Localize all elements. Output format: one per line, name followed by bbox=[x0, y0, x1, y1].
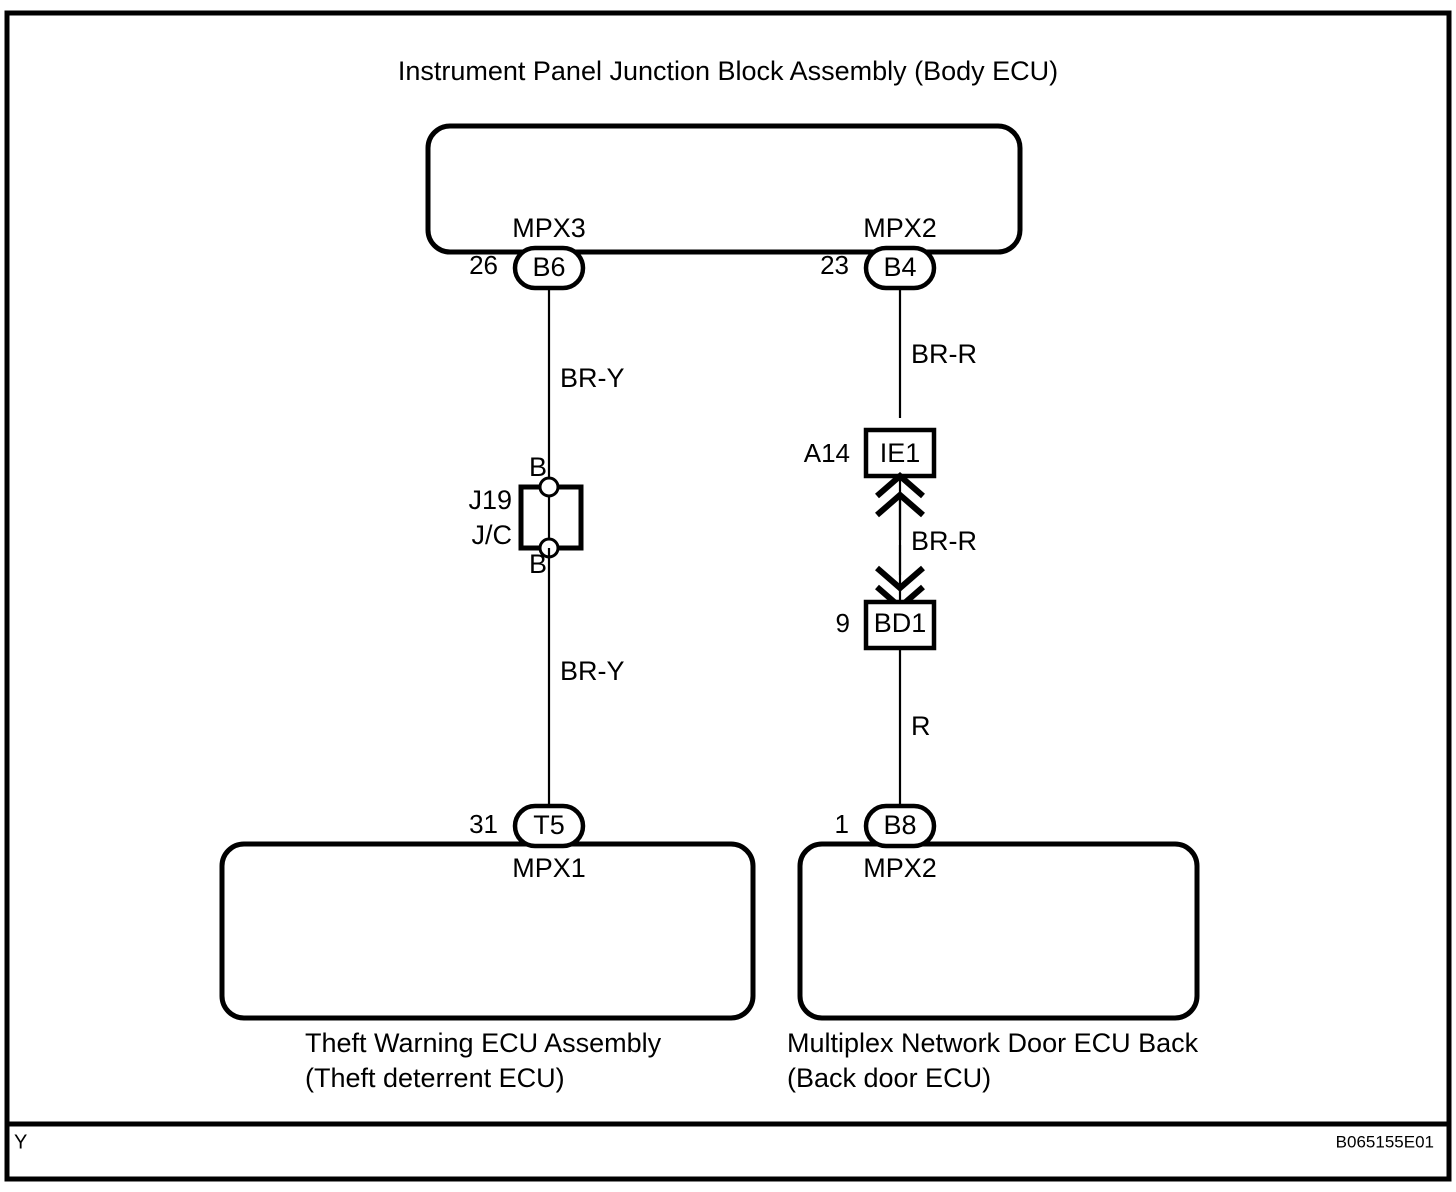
pin-number-26: 26 bbox=[469, 250, 498, 280]
junction-terminal-label-bottom: B bbox=[529, 549, 547, 579]
corner-marker: Y bbox=[14, 1131, 27, 1153]
page-title: Instrument Panel Junction Block Assembly… bbox=[398, 56, 1058, 86]
bottom-right-ecu-caption-line1: Multiplex Network Door ECU Back bbox=[787, 1028, 1199, 1058]
pin-number-23: 23 bbox=[820, 250, 849, 280]
bottom-left-ecu-box bbox=[219, 841, 756, 1021]
junction-name-j19: J19 bbox=[468, 485, 512, 515]
pin-number-a14: A14 bbox=[804, 438, 850, 468]
connector-bd1-label: BD1 bbox=[874, 608, 927, 638]
top-ecu-port-label-mpx2: MPX2 bbox=[863, 213, 937, 243]
bottom-left-ecu-caption-line2: (Theft deterrent ECU) bbox=[305, 1063, 565, 1093]
wire-label-right-lower: R bbox=[911, 711, 931, 741]
connector-t5-outline[interactable] bbox=[512, 803, 586, 849]
connector-ie1-outline[interactable] bbox=[863, 427, 937, 479]
bottom-right-ecu-caption-line2: (Back door ECU) bbox=[787, 1063, 991, 1093]
wire-label-left-lower: BR-Y bbox=[560, 656, 625, 686]
bottom-right-ecu-box bbox=[797, 841, 1200, 1021]
junction-terminal-dot-top bbox=[538, 476, 560, 498]
bottom-left-ecu-port-label: MPX1 bbox=[512, 853, 586, 883]
connector-b6-label: B6 bbox=[532, 252, 565, 282]
pin-number-9: 9 bbox=[836, 608, 850, 638]
connector-b8-outline[interactable] bbox=[863, 803, 937, 849]
wire-label-right-middle: BR-R bbox=[911, 526, 977, 556]
document-id: B065155E01 bbox=[1336, 1132, 1434, 1151]
connector-b4-label: B4 bbox=[883, 252, 916, 282]
junction-terminal-label-top: B bbox=[529, 452, 547, 482]
connector-ie1-label: IE1 bbox=[880, 438, 921, 468]
page-frame-border bbox=[4, 10, 1452, 1182]
top-ecu-port-label-mpx3: MPX3 bbox=[512, 213, 586, 243]
connector-b8-label: B8 bbox=[883, 810, 916, 840]
wire-label-left-upper: BR-Y bbox=[560, 363, 625, 393]
pin-number-1: 1 bbox=[835, 809, 849, 839]
junction-type-jc: J/C bbox=[472, 520, 513, 550]
connector-t5-label: T5 bbox=[533, 810, 565, 840]
bottom-right-ecu-port-label: MPX2 bbox=[863, 853, 937, 883]
wire-label-right-upper: BR-R bbox=[911, 339, 977, 369]
connector-bd1-outline[interactable] bbox=[863, 599, 937, 651]
top-ecu-box bbox=[425, 123, 1023, 255]
pin-number-31: 31 bbox=[469, 809, 498, 839]
bottom-left-ecu-caption-line1: Theft Warning ECU Assembly bbox=[305, 1028, 662, 1058]
